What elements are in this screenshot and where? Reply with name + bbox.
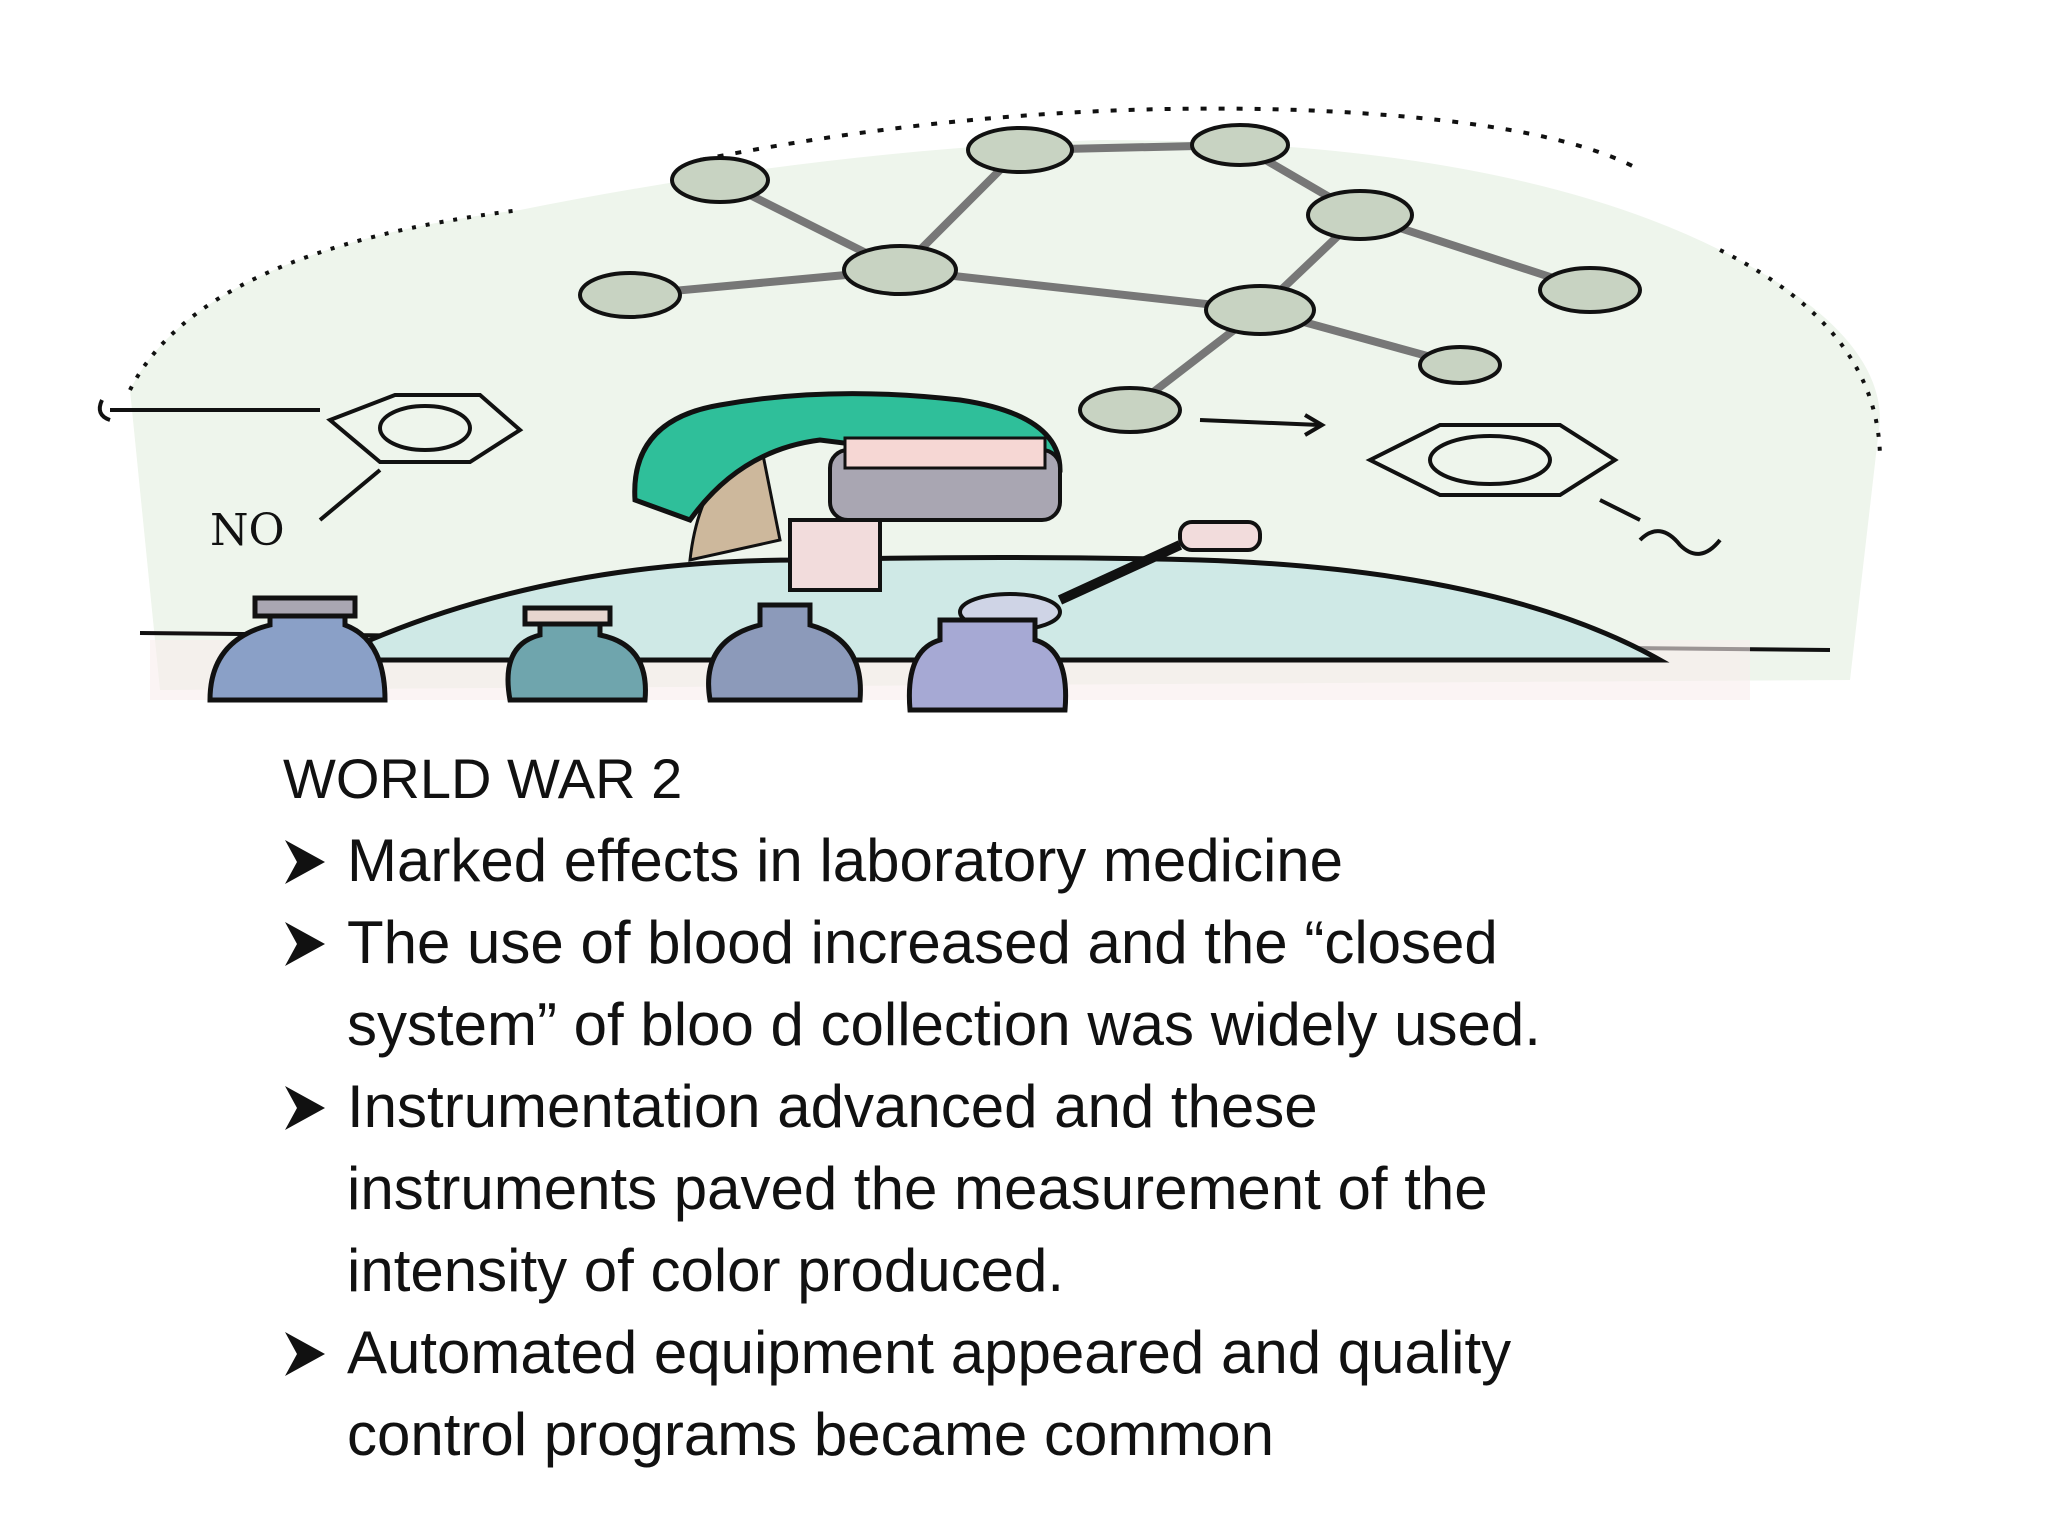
surgical-cap [632, 391, 1063, 523]
arrow-bullet-icon [285, 840, 325, 884]
bullet-line: Automated equipment appeared and quality [347, 1319, 1512, 1386]
bullet-line: control programs became common [347, 1401, 1275, 1468]
svg-text:NO: NO [210, 505, 285, 556]
bottle-icon [706, 602, 863, 703]
benzene-ring-right-icon [1199, 413, 1722, 556]
bottle-icon [207, 595, 388, 703]
bullet-list: Marked effects in laboratory medicine Th… [283, 820, 1783, 1476]
bullet-line: Instrumentation advanced and these [347, 1073, 1318, 1140]
bullet-line: intensity of color produced. [347, 1237, 1065, 1304]
slide-heading: WORLD WAR 2 [283, 747, 683, 810]
bullet-line: instruments paved the measurement of the [347, 1155, 1488, 1222]
atoms [578, 123, 1642, 434]
bullet-item: The use of blood increased and the “clos… [283, 902, 1783, 1066]
bullet-item: Instrumentation advanced and these instr… [283, 1066, 1783, 1312]
bullet-line: Marked effects in laboratory medicine [347, 827, 1344, 894]
bullet-line: system” of bloo d collection was widely … [347, 991, 1541, 1058]
bottle-icon [505, 605, 648, 703]
arrow-bullet-icon [285, 1086, 325, 1130]
bottle-icon [906, 617, 1069, 713]
arrow-bullet-icon [285, 922, 325, 966]
bullet-line: The use of blood increased and the “clos… [347, 909, 1498, 976]
slide-text: WORLD WAR 2 Marked effects in laboratory… [283, 738, 1783, 1476]
benzene-ring-left-icon: NO [97, 393, 524, 556]
arrow-bullet-icon [285, 1332, 325, 1376]
bullet-item: Marked effects in laboratory medicine [283, 820, 1783, 902]
bullet-item: Automated equipment appeared and quality… [283, 1312, 1783, 1476]
lab-scientist-illustration: NO [97, 106, 1882, 713]
